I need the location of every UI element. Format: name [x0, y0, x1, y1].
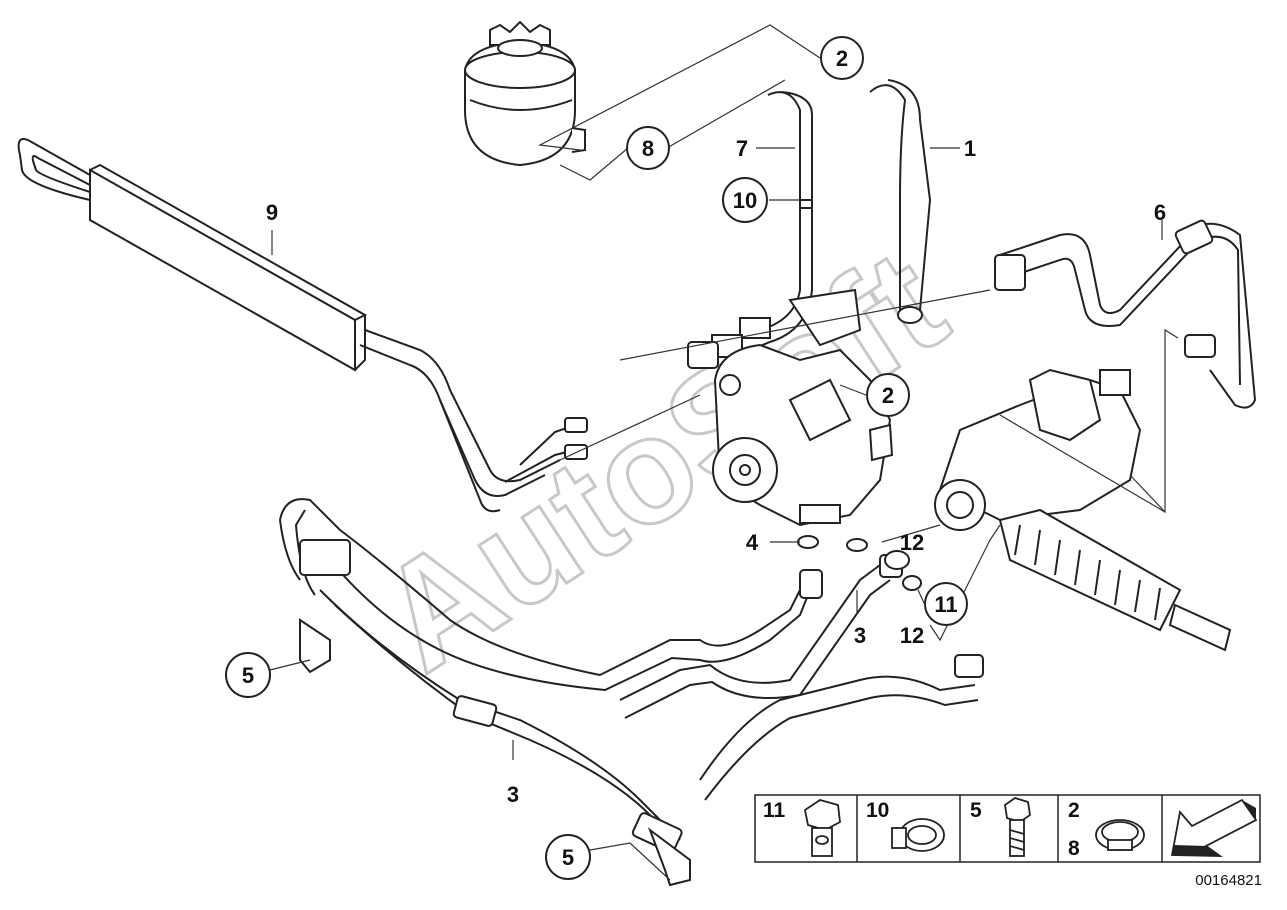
oil-cooler: [17, 138, 588, 513]
parts-legend: 11 10 5 2: [754, 794, 1261, 863]
legend-label-10: 10: [866, 799, 889, 822]
legend-label-5: 5: [970, 799, 982, 822]
hose-6: [994, 219, 1257, 409]
callout-5-left-label: 5: [242, 663, 254, 688]
callout-9-label: 9: [266, 200, 278, 225]
document-number: 00164821: [1195, 872, 1262, 889]
seals: [797, 535, 922, 591]
legend-label-2: 2: [1068, 799, 1080, 822]
callout-2-top-label: 2: [836, 46, 848, 71]
callout-2-mid: 2: [866, 373, 910, 417]
callout-12-bottom-label: 12: [900, 623, 924, 648]
callout-5-bottom-label: 5: [562, 845, 574, 870]
legend-label-8: 8: [1068, 837, 1080, 860]
callout-10: 10: [722, 177, 768, 223]
callout-7-label: 7: [736, 136, 748, 161]
callout-10-label: 10: [733, 188, 757, 213]
callout-3-mid-label: 3: [854, 623, 866, 648]
legend-cell-10: 10: [866, 799, 945, 852]
hose-1: [869, 79, 932, 324]
hex-bolt-icon: [1004, 797, 1031, 857]
callout-2-mid-label: 2: [882, 383, 894, 408]
callout-12-top-label: 12: [900, 530, 924, 555]
banjo-bolt-icon: [803, 799, 841, 857]
callout-5-bottom: 5: [545, 834, 591, 880]
legend-cell-5: 5: [970, 797, 1031, 857]
leader-lines: [269, 24, 1179, 881]
callout-11-label: 11: [934, 592, 957, 617]
callout-5-left: 5: [225, 652, 271, 698]
hose-clamp-icon: [1095, 819, 1145, 851]
callout-1-label: 1: [964, 136, 976, 161]
hose-3-assembly: [278, 498, 984, 887]
legend-cell-11: 11: [763, 799, 841, 857]
callout-4-label: 4: [746, 530, 759, 555]
callout-3-lower-label: 3: [507, 782, 519, 807]
callout-11: 11: [924, 582, 968, 626]
callout-6-label: 6: [1154, 200, 1166, 225]
direction-arrow-icon: [1170, 798, 1258, 857]
reservoir: [464, 20, 586, 167]
hose-clip-icon: [891, 818, 945, 852]
legend-cell-2-8: 2 8: [1068, 799, 1145, 860]
power-steering-pump: [712, 288, 894, 527]
steering-rack: [934, 368, 1232, 652]
legend-label-11: 11: [763, 799, 786, 822]
callout-2-top: 2: [820, 36, 864, 80]
callout-8: 8: [626, 126, 670, 170]
callout-8-label: 8: [642, 136, 654, 161]
